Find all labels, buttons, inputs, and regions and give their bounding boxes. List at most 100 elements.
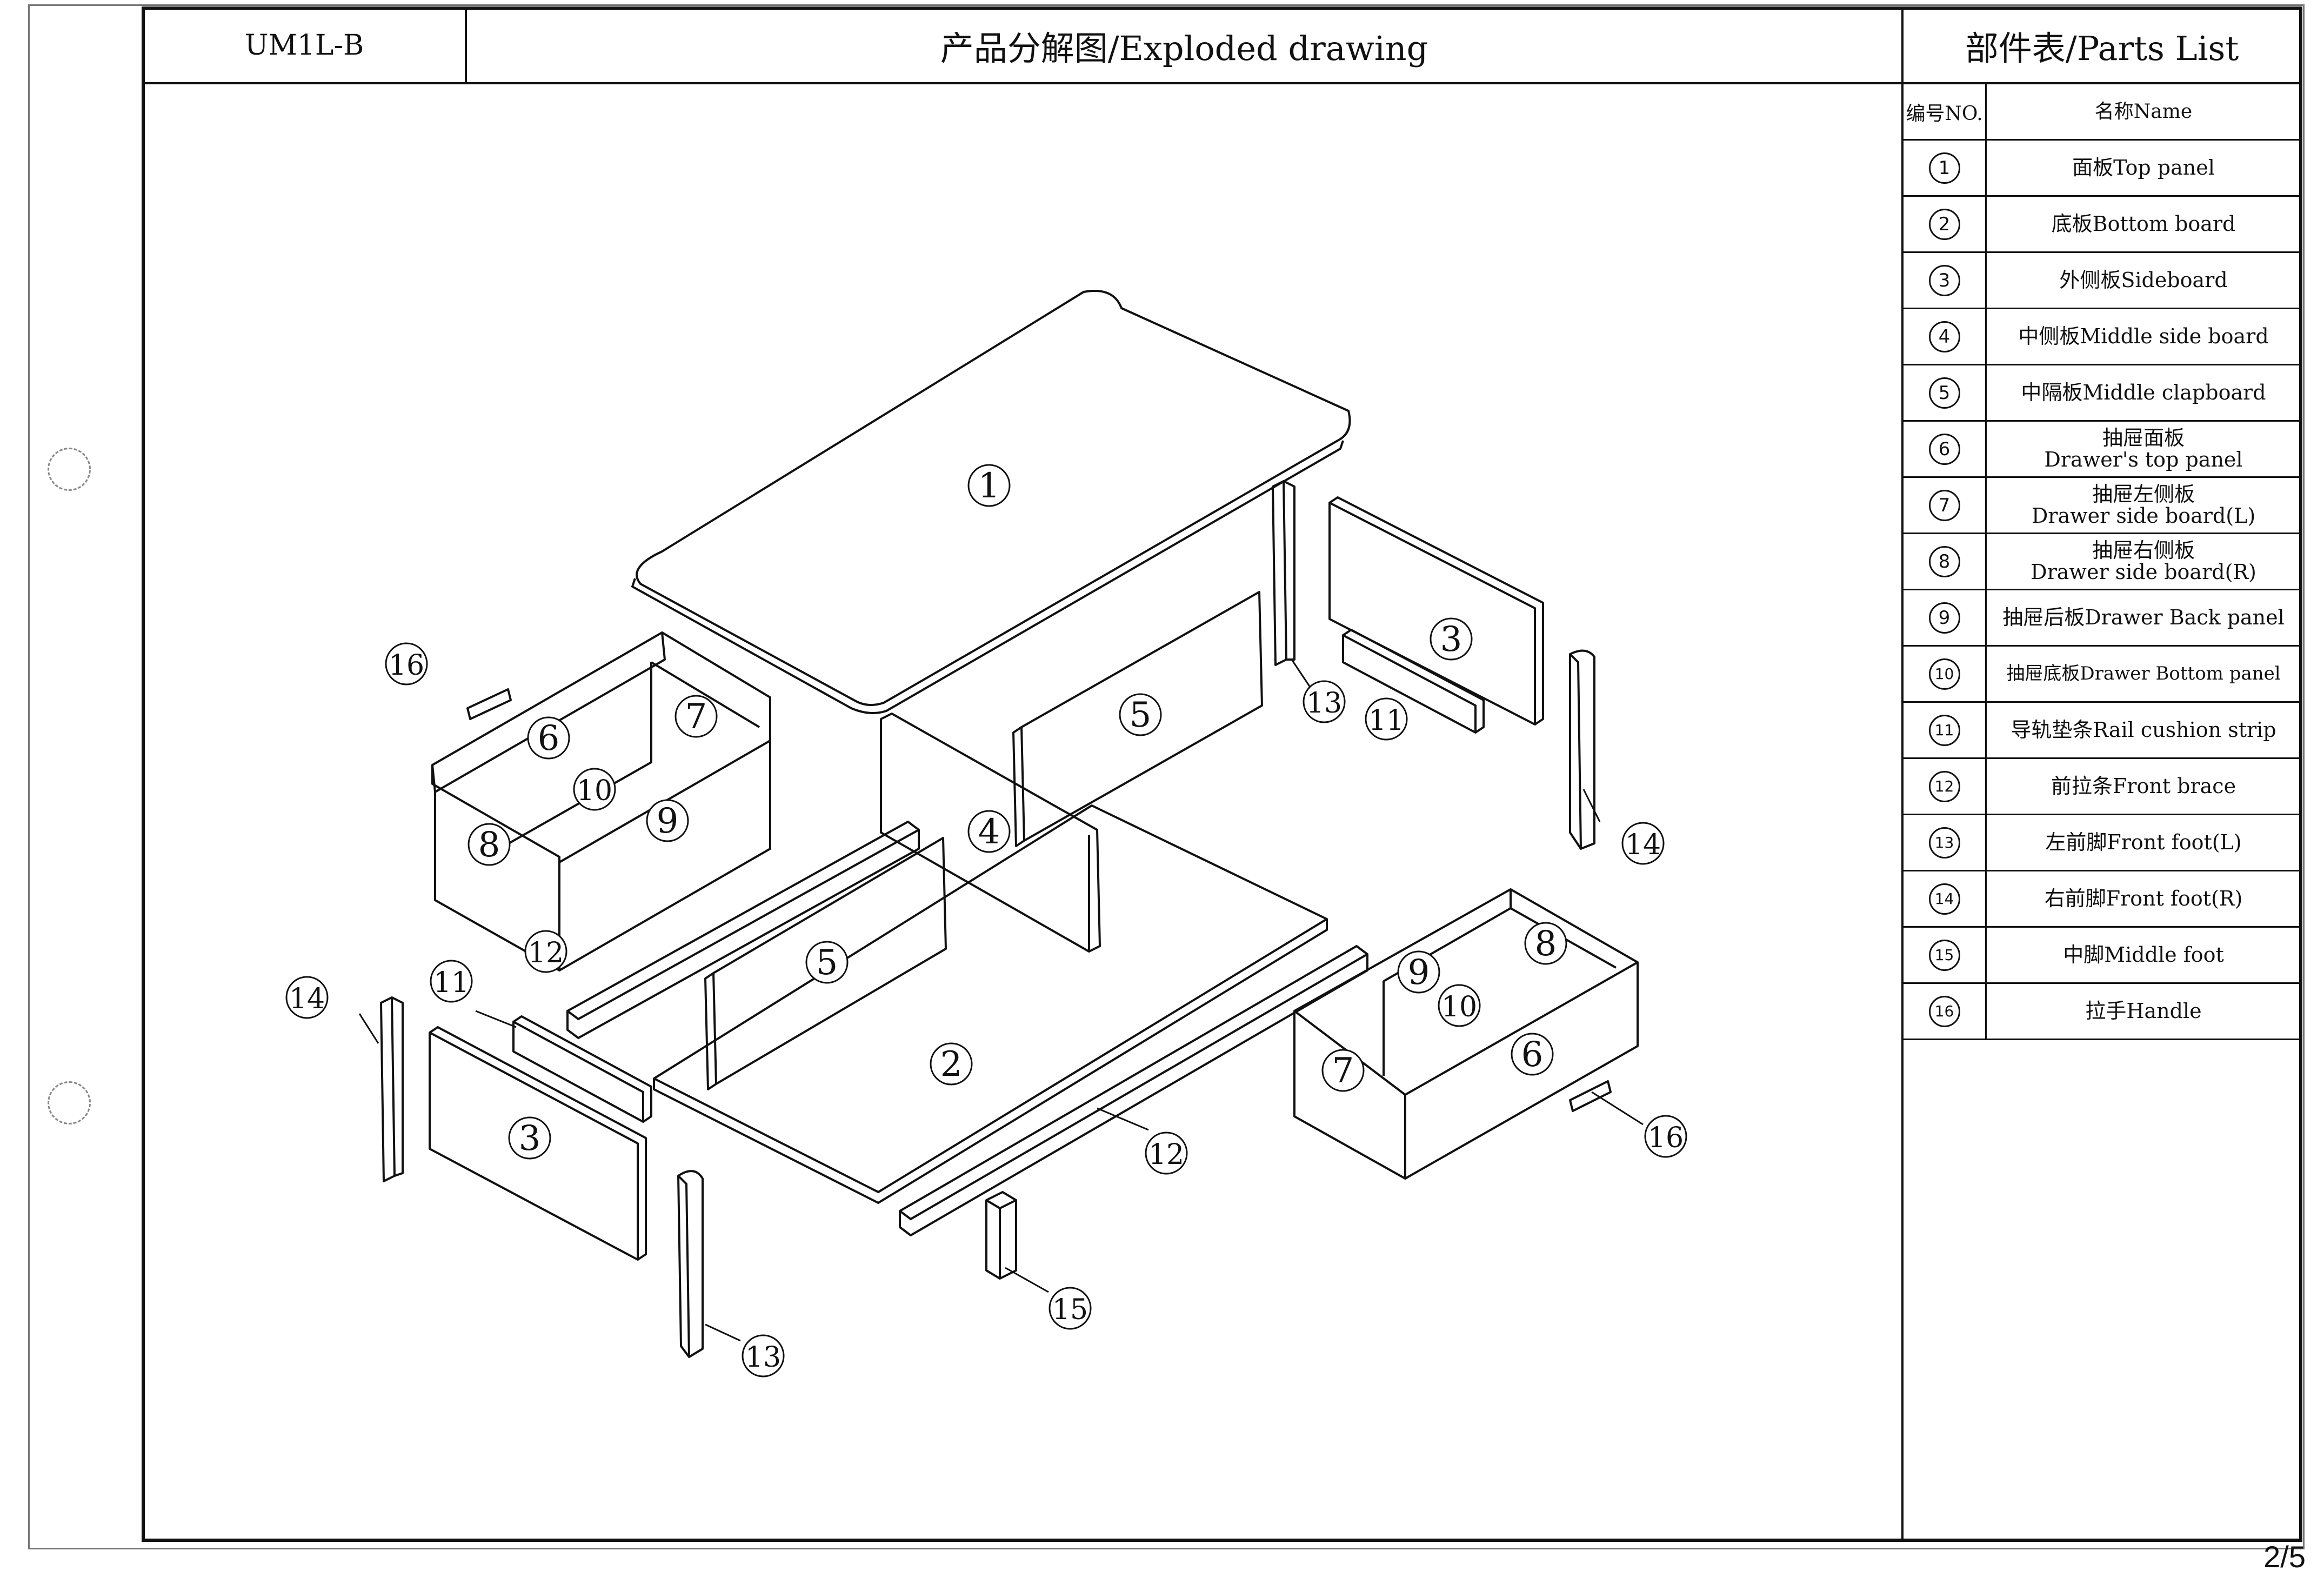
part-name-cell: 中隔板Middle clapboard [1987, 365, 2300, 420]
callout-circle [1430, 617, 1473, 661]
callout-circle [1119, 693, 1162, 736]
part-name: 拉手Handle [2085, 999, 2202, 1023]
middle-foot-shape [985, 1191, 1017, 1280]
part-number-cell: 11 [1904, 703, 1987, 757]
title-divider [142, 82, 2302, 84]
sideboard-right [1328, 502, 1536, 726]
callout-label: 8 [1535, 924, 1557, 964]
callout-label: 6 [538, 718, 560, 758]
part-name: 抽屉左侧板 [2092, 482, 2195, 506]
callout-label: 2 [940, 1044, 963, 1084]
part-number: 2 [1928, 208, 1960, 240]
callout-label: 3 [1440, 620, 1462, 660]
callout-circle [285, 976, 329, 1019]
callout-circle [1511, 1033, 1554, 1076]
callout-circle [468, 823, 511, 866]
callout-label: 16 [389, 649, 424, 682]
part-name-cell: 底板Bottom board [1987, 197, 2300, 251]
part-name-english: Drawer side board(R) [2031, 560, 2256, 584]
part-name-cell: 左前脚Front foot(L) [1987, 815, 2300, 870]
front-foot-right-upper [1272, 480, 1287, 666]
callout-label: 8 [478, 825, 500, 865]
title-separator [465, 6, 467, 83]
binder-hole-bottom [48, 1081, 91, 1124]
part-name-cell: 右前脚Front foot(R) [1987, 871, 2300, 926]
callout-circle [1303, 680, 1346, 723]
part-number: 11 [1928, 714, 1960, 746]
part-name-english: Drawer's top panel [2044, 447, 2243, 471]
callout-label: 10 [577, 775, 612, 807]
sheet-border [28, 4, 2305, 1549]
callout-label: 3 [519, 1119, 541, 1159]
model-number: UM1L-B [244, 29, 364, 62]
callout-circle [1621, 822, 1665, 865]
front-brace-left [566, 821, 920, 1020]
callout-label: 13 [745, 1341, 781, 1374]
part-name: 前拉条Front brace [2051, 774, 2236, 798]
callout-label: 14 [1625, 829, 1661, 861]
column-header-no: 编号NO. [1904, 84, 1987, 139]
part-number: 6 [1928, 433, 1960, 465]
part-number: 7 [1928, 489, 1960, 521]
callout-label: 13 [1306, 687, 1342, 720]
part-number: 13 [1928, 827, 1960, 858]
part-number-cell: 14 [1904, 871, 1987, 926]
part-name-cell: 抽屉底板Drawer Bottom panel [1987, 647, 2300, 701]
part-number-cell: 7 [1904, 478, 1987, 533]
part-name: 抽屉右侧板 [2092, 538, 2195, 562]
callout-labels: 1233455667788991010111112121313141415161… [285, 464, 1687, 1377]
callout-circle [1321, 1049, 1365, 1092]
callout-label: 5 [1130, 695, 1152, 735]
callout-label: 11 [433, 967, 469, 999]
callout-circle [1397, 950, 1440, 994]
part-number: 16 [1928, 995, 1960, 1027]
part-name-cell: 中侧板Middle side board [1987, 309, 2300, 364]
callout-circle [508, 1116, 551, 1160]
part-name-cell: 中脚Middle foot [1987, 928, 2300, 982]
front-foot-left [380, 996, 396, 1182]
callout-circle [430, 960, 473, 1003]
part-name-cell: 抽屉后板Drawer Back panel [1987, 590, 2300, 645]
callout-label: 9 [657, 801, 679, 841]
part-name: 中脚Middle foot [2063, 942, 2224, 967]
part-number-cell: 2 [1904, 197, 1987, 251]
part-number-cell: 10 [1904, 647, 1987, 701]
binder-hole-top [48, 448, 91, 491]
callout-circle [805, 941, 849, 984]
parts-row-15: 15 中脚Middle foot [1904, 928, 2300, 984]
part-number-cell: 13 [1904, 815, 1987, 870]
part-name-cell: 前拉条Front brace [1987, 759, 2300, 814]
part-name-english: Drawer side board(L) [2031, 503, 2256, 528]
part-number-cell: 16 [1904, 984, 1987, 1039]
part-number: 15 [1928, 939, 1960, 971]
part-number: 8 [1928, 545, 1960, 577]
callout-label: 4 [978, 812, 1000, 852]
part-name: 外侧板Sideboard [2059, 268, 2228, 292]
part-number-cell: 8 [1904, 534, 1987, 589]
callout-circle [524, 930, 567, 973]
callout-label: 6 [1521, 1035, 1544, 1075]
callout-label: 15 [1052, 1294, 1088, 1326]
part-number-cell: 5 [1904, 365, 1987, 420]
page-number: 2/5 [2263, 1540, 2306, 1574]
top-panel-edge [631, 440, 1344, 714]
middle-side-board-shape [880, 713, 1101, 953]
page-title: 产品分解图/Exploded drawing [940, 29, 1428, 68]
callout-label: 7 [1332, 1051, 1354, 1091]
part-name: 面板Top panel [2072, 155, 2215, 179]
part-name-cell: 拉手Handle [1987, 984, 2300, 1039]
callout-circle [1049, 1287, 1092, 1330]
callout-label: 9 [1408, 953, 1430, 993]
callout-label: 1 [978, 466, 1000, 506]
